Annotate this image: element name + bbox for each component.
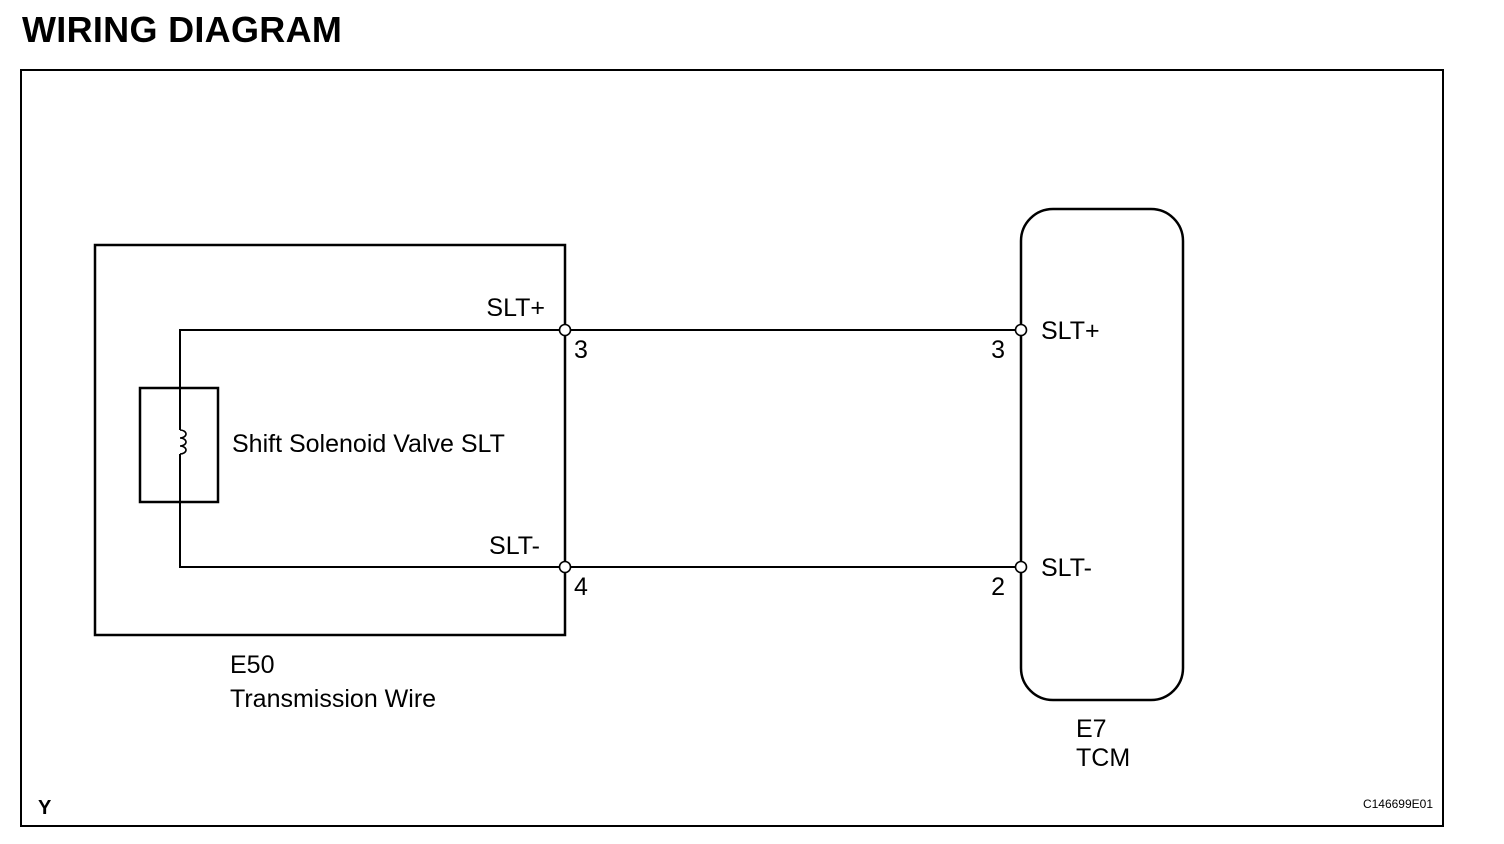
diagram-frame [20,69,1444,827]
figure-code: C146699E01 [1363,797,1433,811]
e50-code-label: E50 [230,651,274,679]
e7-code-label: E7 [1076,715,1107,743]
e50-name-label: Transmission Wire [230,685,436,713]
e50-pin-4-label: 4 [574,573,588,601]
solenoid-label: Shift Solenoid Valve SLT [232,430,505,458]
e50-terminal-4 [558,560,572,574]
e50-internal-wire-plus [179,329,565,388]
footer-left-code: Y [38,797,52,819]
e50-internal-wire-minus [179,502,565,568]
e7-pin-3-label: 3 [991,336,1005,364]
e50-terminal-3 [558,323,572,337]
e50-signal-plus-label: SLT+ [486,294,545,322]
e7-terminal-3 [1014,323,1028,337]
page-title: WIRING DIAGRAM [22,9,343,50]
coil-icon [179,429,187,455]
e50-connector-box [93,243,567,637]
e7-terminal-2 [1014,560,1028,574]
e50-signal-minus-label: SLT- [489,532,540,560]
e7-name-label: TCM [1076,744,1130,772]
e7-signal-plus-label: SLT+ [1041,317,1100,345]
e7-signal-minus-label: SLT- [1041,554,1092,582]
e7-pin-2-label: 2 [991,573,1005,601]
e50-pin-3-label: 3 [574,336,588,364]
tcm-box [1019,207,1185,702]
